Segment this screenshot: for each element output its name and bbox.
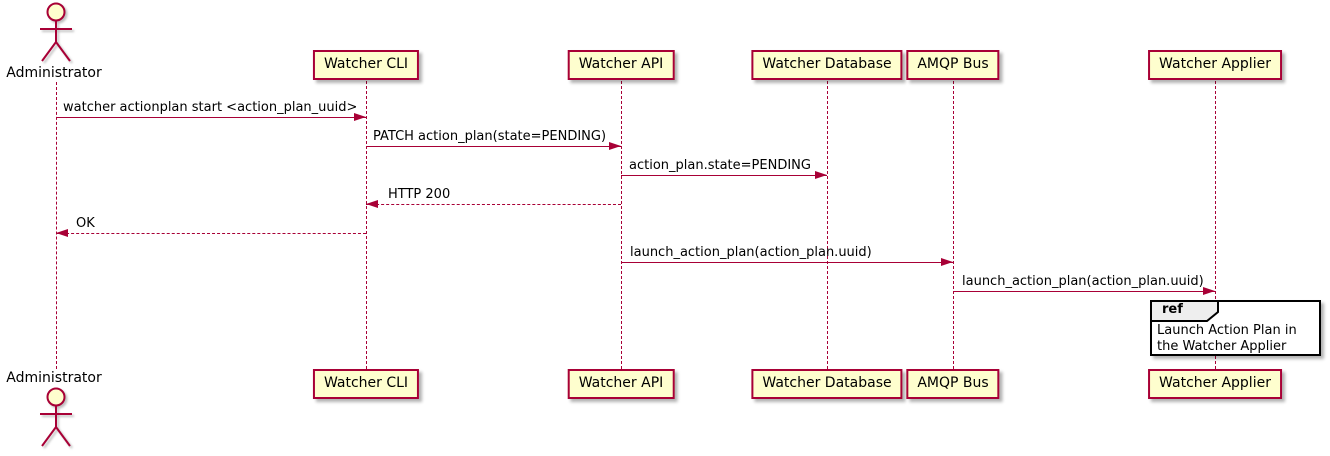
participant-watcher-cli-top: Watcher CLI bbox=[312, 50, 420, 80]
actor-label-administrator-top: Administrator bbox=[6, 65, 102, 81]
message-label: PATCH action_plan(state=PENDING) bbox=[373, 129, 607, 144]
arrowhead-right-icon bbox=[941, 258, 953, 266]
message-label: launch_action_plan(action_plan.uuid) bbox=[630, 245, 872, 260]
participant-watcher-api-bottom: Watcher API bbox=[567, 369, 675, 399]
arrowhead-left-icon bbox=[366, 200, 378, 208]
lifeline-watcher-applier bbox=[1215, 81, 1216, 369]
message-label: action_plan.state=PENDING bbox=[629, 158, 811, 173]
message-label: watcher actionplan start <action_plan_uu… bbox=[63, 100, 358, 115]
participant-watcher-api-top: Watcher API bbox=[567, 50, 675, 80]
message-line bbox=[366, 146, 621, 147]
lifeline-administrator bbox=[56, 82, 57, 369]
message-line bbox=[56, 117, 366, 118]
lifeline-watcher-database bbox=[827, 81, 828, 369]
arrowhead-left-icon bbox=[56, 229, 68, 237]
actor-icon-administrator-top bbox=[40, 2, 72, 62]
participant-watcher-cli-bottom: Watcher CLI bbox=[312, 369, 420, 399]
participant-watcher-database-bottom: Watcher Database bbox=[751, 369, 903, 399]
actor-label-administrator-bottom: Administrator bbox=[6, 370, 102, 386]
participant-amqp-bus-top: AMQP Bus bbox=[906, 50, 1000, 80]
arrowhead-right-icon bbox=[1203, 287, 1215, 295]
participant-watcher-applier-top: Watcher Applier bbox=[1148, 50, 1282, 80]
actor-icon-administrator-bottom bbox=[40, 387, 72, 447]
ref-keyword: ref bbox=[1162, 302, 1183, 317]
lifeline-watcher-cli bbox=[366, 81, 367, 369]
message-label: OK bbox=[76, 216, 95, 231]
participant-watcher-applier-bottom: Watcher Applier bbox=[1148, 369, 1282, 399]
arrowhead-right-icon bbox=[354, 113, 366, 121]
arrowhead-right-icon bbox=[609, 142, 621, 150]
message-label: HTTP 200 bbox=[388, 187, 451, 202]
ref-tab-shape bbox=[1150, 300, 1219, 322]
participant-amqp-bus-bottom: AMQP Bus bbox=[906, 369, 1000, 399]
arrowhead-right-icon bbox=[815, 171, 827, 179]
message-line bbox=[621, 262, 953, 263]
ref-tab: ref bbox=[1150, 300, 1220, 322]
ref-fragment: ref Launch Action Plan in the Watcher Ap… bbox=[1150, 300, 1321, 356]
message-label: launch_action_plan(action_plan.uuid) bbox=[962, 274, 1204, 289]
ref-text: Launch Action Plan in the Watcher Applie… bbox=[1157, 323, 1297, 354]
participant-watcher-database-top: Watcher Database bbox=[751, 50, 903, 80]
lifeline-watcher-api bbox=[621, 81, 622, 369]
message-line bbox=[366, 204, 621, 205]
lifeline-amqp-bus bbox=[953, 81, 954, 369]
message-line bbox=[56, 233, 366, 234]
message-line bbox=[953, 291, 1215, 292]
message-line bbox=[621, 175, 827, 176]
